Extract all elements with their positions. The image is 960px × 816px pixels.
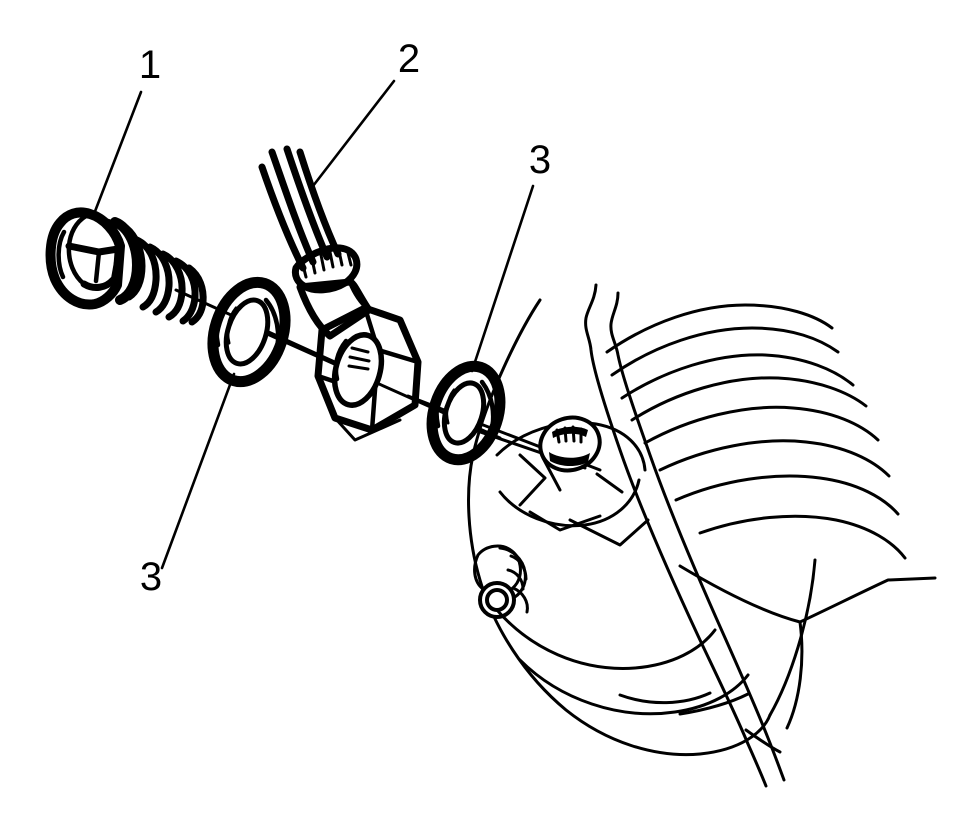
- sensor-wire-2: [268, 148, 317, 266]
- washer-right-thickness-arc: [434, 373, 453, 429]
- sensor-body-corner-nick: [398, 318, 409, 334]
- washer-left-bore-shade: [226, 306, 238, 345]
- manifold-panel-edge-3: [785, 620, 804, 730]
- sensor-bore-hatch: [333, 338, 371, 382]
- sensor-hex-body: [314, 304, 422, 434]
- leader-line-1: [92, 90, 143, 216]
- bolt-flange-ring: [122, 224, 146, 301]
- bolt-head-top-edge: [85, 213, 115, 225]
- sensor-body-bottom-edge: [333, 416, 402, 442]
- manifold-panel-edge-1: [678, 564, 802, 624]
- sensor-wire-4: [296, 148, 342, 258]
- washer-left-edge-arc: [263, 297, 281, 357]
- callout-leader-lines: [92, 79, 535, 570]
- manifold-boss-upper-lip: [495, 421, 647, 472]
- washer-right-bore-shade: [445, 388, 456, 425]
- leader-line-3-left: [160, 372, 236, 570]
- manifold-facet-c: [595, 472, 624, 494]
- callout-number-1: 1: [139, 43, 161, 87]
- sensor-wire-3: [283, 145, 331, 261]
- washer-right-edge-arc: [479, 379, 496, 436]
- washer-right: [426, 360, 506, 466]
- manifold-fold-1: [495, 608, 717, 670]
- bolt-head-facet-lower: [80, 276, 117, 291]
- sensor-collar-knurl: [301, 249, 353, 279]
- bolt-part: [45, 207, 207, 326]
- exhaust-manifold: [467, 283, 937, 788]
- manifold-facet-e: [568, 518, 650, 547]
- manifold-pipe-right-edge: [609, 291, 786, 782]
- bolt-head-mid-edge: [65, 242, 122, 256]
- manifold-port-threads: [549, 425, 590, 467]
- manifold-panel-edge-4: [744, 728, 782, 754]
- manifold-fold-2: [518, 658, 750, 716]
- manifold-facet-d: [528, 510, 602, 532]
- bolt-head-vertical-edge: [93, 249, 102, 284]
- leader-line-2: [311, 79, 396, 188]
- manifold-outer-left-edge: [467, 298, 772, 757]
- manifold-panel-edge-2: [798, 576, 937, 624]
- manifold-stud-bore: [485, 588, 509, 612]
- manifold-pipe-left-edge: [584, 283, 768, 788]
- callout-number-2: 2: [398, 37, 420, 81]
- sensor-part: [258, 145, 422, 442]
- manifold-fold-3: [618, 691, 712, 705]
- manifold-facet-b: [541, 456, 562, 492]
- leader-line-3-right: [470, 184, 535, 373]
- washer-left: [207, 276, 291, 388]
- bolt-head-facet-left: [56, 229, 67, 280]
- sensor-boot-left-edge: [297, 284, 333, 339]
- manifold-runner-lines: [605, 303, 907, 560]
- bolt-hex-head-outline: [45, 207, 125, 310]
- bolt-thread-arcs: [133, 236, 199, 325]
- manifold-facet-a: [518, 453, 547, 507]
- washer-left-thickness-arc: [214, 290, 235, 348]
- callout-number-3-right: 3: [529, 138, 551, 182]
- sensor-wire-bundle: [258, 145, 342, 272]
- manifold-panel-edge-5: [678, 692, 750, 716]
- manifold-boss-lower-lip: [498, 478, 641, 528]
- callout-number-3-left: 3: [140, 555, 162, 599]
- sensor-wire-1: [258, 163, 307, 272]
- manifold-stud-boss: [473, 544, 529, 619]
- bolt-head-right-edge: [110, 249, 121, 283]
- bolt-shank-tip: [185, 264, 207, 326]
- manifold-outer-bottom-edge: [768, 558, 817, 717]
